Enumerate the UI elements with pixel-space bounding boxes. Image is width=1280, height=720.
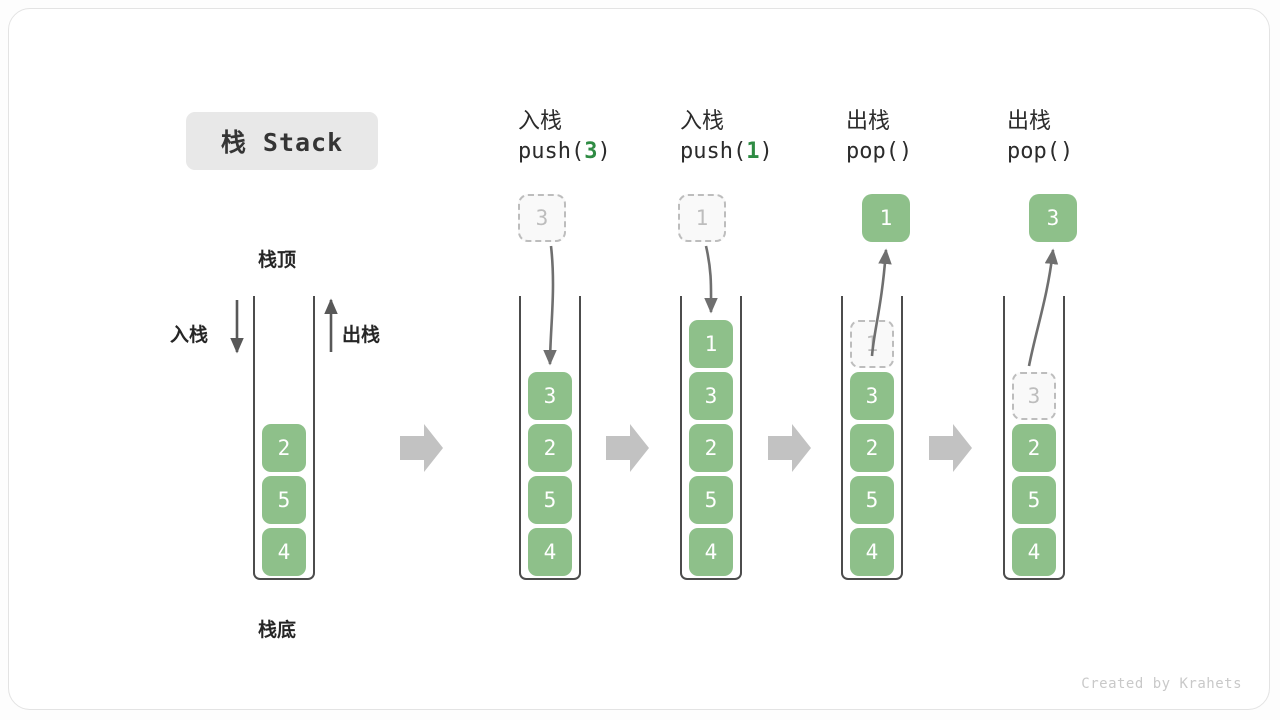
code-prefix: pop( bbox=[1007, 139, 1060, 164]
code-prefix: push( bbox=[518, 139, 585, 164]
stack-cell-removed: 1 bbox=[850, 320, 894, 368]
operation-code: pop() bbox=[846, 136, 912, 168]
popped-element-box-1: 1 bbox=[862, 194, 910, 242]
stack-cell: 2 bbox=[528, 424, 572, 472]
operation-label-push-3: 入栈 push(3) bbox=[518, 106, 611, 168]
stack-walls bbox=[1003, 296, 1065, 580]
stack-cell: 4 bbox=[689, 528, 733, 576]
stack-cell: 5 bbox=[689, 476, 733, 524]
stack-cells-initial: 4 5 2 bbox=[253, 420, 315, 576]
stack-top-label: 栈顶 bbox=[258, 250, 297, 271]
credit-text: Created by Krahets bbox=[1081, 676, 1242, 692]
stack-cell: 2 bbox=[262, 424, 306, 472]
operation-label-pop-3: 出栈 pop() bbox=[1007, 106, 1073, 168]
code-argument: 3 bbox=[584, 139, 598, 164]
stack-container-push-1: 4 5 2 3 1 bbox=[680, 296, 742, 580]
code-suffix: ) bbox=[898, 139, 913, 164]
stack-container-pop-3: 4 5 2 3 bbox=[1003, 296, 1065, 580]
code-prefix: push( bbox=[680, 139, 747, 164]
stack-cell: 3 bbox=[528, 372, 572, 420]
stack-cell: 2 bbox=[1012, 424, 1056, 472]
stack-cells-push-3: 4 5 2 3 bbox=[519, 368, 581, 576]
code-prefix: pop( bbox=[846, 139, 899, 164]
stack-container-push-3: 4 5 2 3 bbox=[519, 296, 581, 580]
operation-code: pop() bbox=[1007, 136, 1073, 168]
stack-cell: 3 bbox=[850, 372, 894, 420]
code-argument: 1 bbox=[746, 139, 760, 164]
operation-name-cn: 出栈 bbox=[1007, 108, 1052, 133]
operation-label-pop-1: 出栈 pop() bbox=[846, 106, 912, 168]
stack-cell: 4 bbox=[1012, 528, 1056, 576]
code-suffix: ) bbox=[759, 139, 773, 164]
operation-name-cn: 出栈 bbox=[846, 108, 891, 133]
stack-cell: 4 bbox=[850, 528, 894, 576]
stack-cell: 4 bbox=[262, 528, 306, 576]
page-title: 栈 Stack bbox=[186, 112, 378, 170]
incoming-element-box-3: 3 bbox=[518, 194, 566, 242]
stack-cells-push-1: 4 5 2 3 1 bbox=[680, 316, 742, 576]
stack-walls bbox=[519, 296, 581, 580]
operation-label-push-1: 入栈 push(1) bbox=[680, 106, 773, 168]
operation-code: push(1) bbox=[680, 136, 773, 168]
stack-walls bbox=[680, 296, 742, 580]
stack-cells-pop-3: 4 5 2 3 bbox=[1003, 368, 1065, 576]
operation-name-cn: 入栈 bbox=[680, 108, 725, 133]
pop-direction-label: 出栈 bbox=[342, 325, 381, 346]
stack-cell: 5 bbox=[262, 476, 306, 524]
stack-walls bbox=[841, 296, 903, 580]
stack-container-initial: 4 5 2 bbox=[253, 296, 315, 580]
operation-code: push(3) bbox=[518, 136, 611, 168]
popped-element-box-3: 3 bbox=[1029, 194, 1077, 242]
stack-cell-removed: 3 bbox=[1012, 372, 1056, 420]
code-suffix: ) bbox=[597, 139, 611, 164]
push-direction-label: 入栈 bbox=[170, 325, 209, 346]
stack-cell: 1 bbox=[689, 320, 733, 368]
stack-cell: 5 bbox=[528, 476, 572, 524]
stack-walls bbox=[253, 296, 315, 580]
stack-cell: 2 bbox=[689, 424, 733, 472]
stack-bottom-label: 栈底 bbox=[258, 620, 297, 641]
stack-cell: 2 bbox=[850, 424, 894, 472]
operation-name-cn: 入栈 bbox=[518, 108, 563, 133]
stack-cell: 4 bbox=[528, 528, 572, 576]
stack-cells-pop-1: 4 5 2 3 1 bbox=[841, 316, 903, 576]
stack-cell: 5 bbox=[1012, 476, 1056, 524]
incoming-element-box-1: 1 bbox=[678, 194, 726, 242]
stack-cell: 3 bbox=[689, 372, 733, 420]
stack-container-pop-1: 4 5 2 3 1 bbox=[841, 296, 903, 580]
code-suffix: ) bbox=[1059, 139, 1074, 164]
stack-cell: 5 bbox=[850, 476, 894, 524]
